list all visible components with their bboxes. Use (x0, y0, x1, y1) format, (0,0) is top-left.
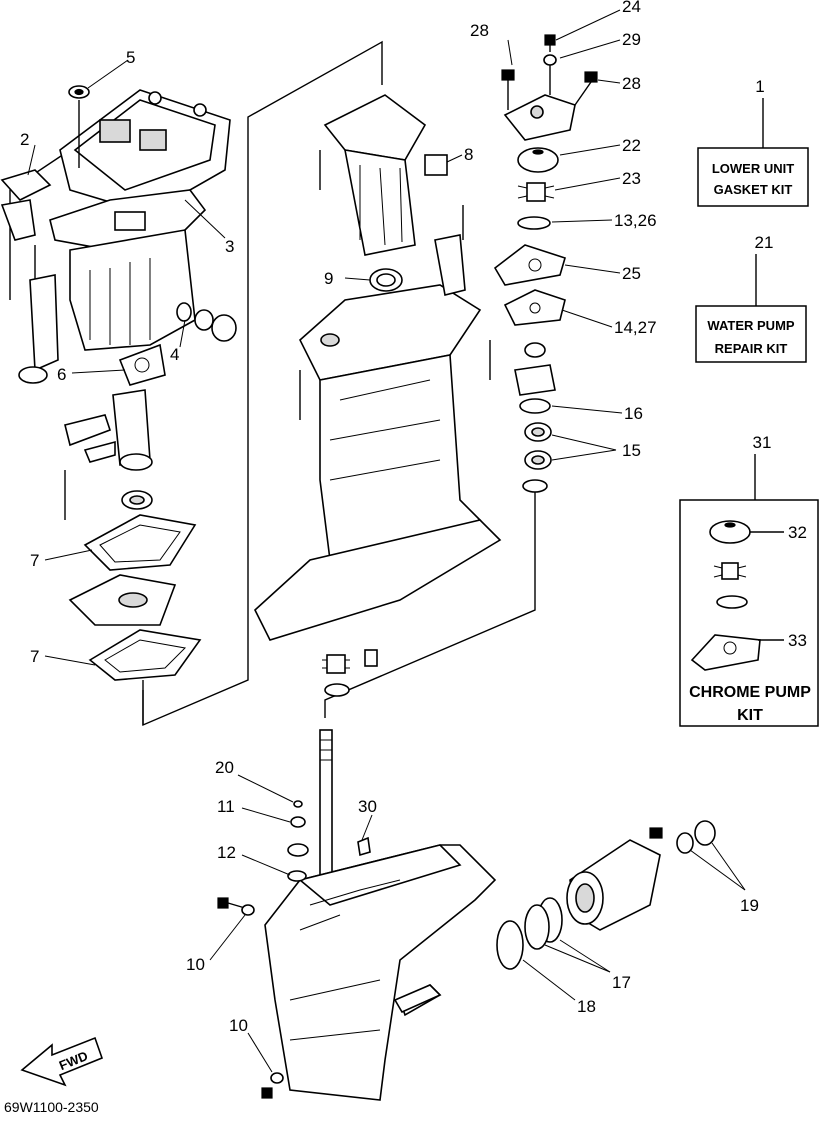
drive-shaft-housing-part (254, 284, 502, 641)
leader-lines (27, 9, 746, 1073)
bearing-15-part (524, 422, 552, 470)
callout-13-26: 13,26 (614, 211, 657, 230)
washer-5-part (68, 85, 90, 168)
propshaft-housing-part (566, 827, 663, 931)
bolt-24-part (544, 34, 556, 52)
callout-10a: 10 (186, 955, 205, 974)
cartridge-part (514, 342, 556, 396)
plate-part (68, 574, 177, 626)
seal-19-part (676, 820, 716, 854)
oring-16-part (519, 398, 551, 414)
callout-33: 33 (788, 631, 807, 650)
bracket-mid-part (434, 205, 466, 296)
upper-housing-part (319, 94, 427, 256)
water-tube-part (112, 389, 153, 471)
kit-31-number: 31 (753, 433, 772, 452)
kit-31-line2: KIT (737, 707, 763, 724)
key-30-part (357, 836, 371, 857)
callout-labels: 5 2 3 4 6 7 7 8 9 20 11 12 30 10 10 28 2… (20, 0, 759, 1035)
callout-28b: 28 (622, 74, 641, 93)
pump-housing-part (503, 94, 576, 141)
diagram-part-number: 69W1100-2350 (4, 1099, 99, 1115)
callout-12: 12 (217, 843, 236, 862)
callout-16: 16 (624, 404, 643, 423)
kit-1-number: 1 (755, 77, 764, 96)
bolt-28b-part (574, 71, 598, 106)
callout-3: 3 (225, 237, 234, 256)
washer-20-part (293, 800, 303, 808)
callout-30: 30 (358, 797, 377, 816)
seal-12-part (287, 843, 309, 882)
callout-10b: 10 (229, 1016, 248, 1035)
callout-17: 17 (612, 973, 631, 992)
washer-lower-part (522, 479, 548, 493)
bolt-10b-part (261, 1072, 284, 1099)
callout-14-27: 14,27 (614, 318, 657, 337)
callout-8: 8 (464, 145, 473, 164)
seal-lower-part (121, 490, 153, 510)
kit-21-line1: WATER PUMP (707, 318, 794, 333)
bolt-10a-part (217, 897, 255, 916)
callout-11: 11 (217, 797, 235, 816)
shaft-tube-left-part (18, 274, 59, 384)
callout-4: 4 (170, 345, 179, 364)
bushing-11-part (290, 816, 306, 828)
grommet-8-part (424, 154, 448, 176)
propshaft-part (393, 984, 442, 1014)
bracket-2-part (0, 169, 52, 285)
plate-25-part (493, 244, 566, 286)
insert-22-part (517, 147, 559, 173)
chrome-pump-kit: 31 32 33 CHROME PUMP KIT (679, 433, 819, 727)
kit-1-line2: GASKET KIT (714, 182, 793, 197)
callout-7a: 7 (30, 551, 39, 570)
oring-18-part (496, 920, 524, 970)
lower-casing-part (69, 229, 196, 351)
kit-1-line1: LOWER UNIT (712, 161, 794, 176)
impeller-23-part (517, 182, 555, 202)
oring-17-part (524, 897, 563, 950)
bolt-28a-part (501, 69, 515, 110)
callout-32: 32 (788, 523, 807, 542)
gasket-14-part (503, 289, 566, 326)
callout-2: 2 (20, 130, 29, 149)
callout-28a: 28 (470, 21, 489, 40)
impeller-lower-part (322, 649, 378, 697)
callout-19: 19 (740, 896, 759, 915)
callout-20: 20 (215, 758, 234, 777)
upper-casing-part (59, 89, 231, 206)
water-pump-repair-kit: 21 WATER PUMP REPAIR KIT (695, 233, 807, 363)
fwd-arrow-icon: FWD (20, 1036, 104, 1087)
kit-21-line2: REPAIR KIT (715, 341, 788, 356)
callout-18: 18 (577, 997, 596, 1016)
callout-25: 25 (622, 264, 641, 283)
callout-29: 29 (622, 30, 641, 49)
kit-31-line1: CHROME PUMP (689, 684, 811, 701)
link-part (64, 414, 116, 520)
oring-13-part (517, 216, 551, 230)
collar-29-part (543, 54, 557, 95)
callout-6: 6 (57, 365, 66, 384)
gearcase-part (264, 844, 497, 1101)
callout-9: 9 (324, 269, 333, 288)
callout-24: 24 (622, 0, 641, 16)
seal-9-part (369, 268, 403, 292)
callout-23: 23 (622, 169, 641, 188)
gasket-7b-part (88, 629, 202, 681)
callout-22: 22 (622, 136, 641, 155)
drive-shaft-part (319, 729, 333, 891)
callout-5: 5 (126, 48, 135, 67)
gasket-7a-part (83, 514, 197, 571)
seal-4-part (176, 302, 237, 342)
gasket-6-part (118, 343, 166, 386)
lower-unit-gasket-kit: 1 LOWER UNIT GASKET KIT (697, 77, 809, 207)
kit-21-number: 21 (755, 233, 774, 252)
callout-7b: 7 (30, 647, 39, 666)
callout-15: 15 (622, 441, 641, 460)
